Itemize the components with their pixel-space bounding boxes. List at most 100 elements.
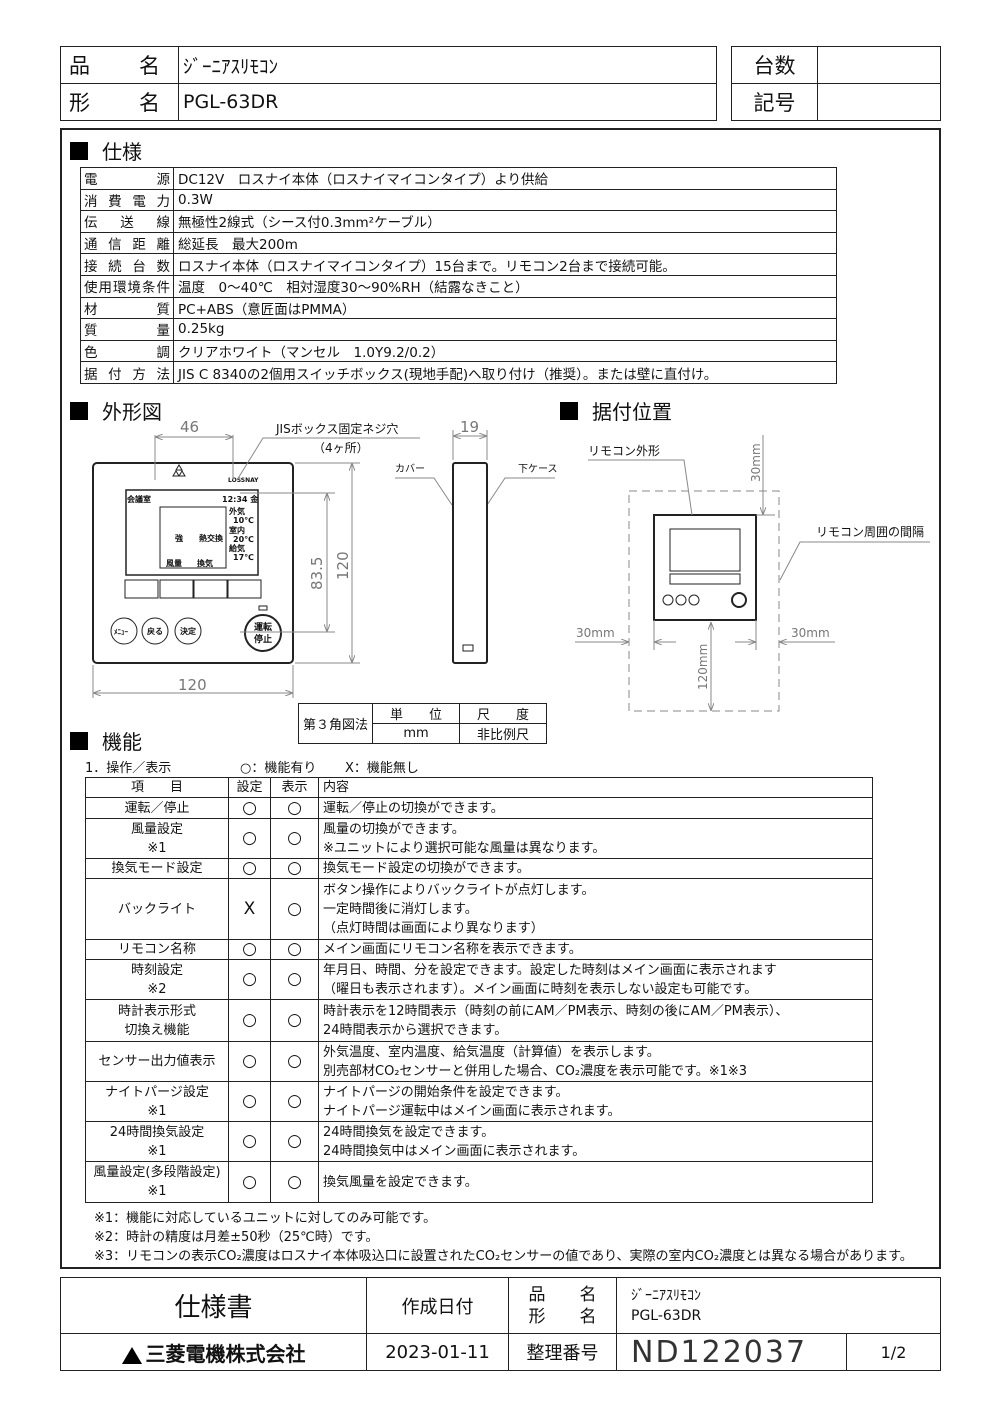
function-desc: 24時間換気を設定できます。24時間換気中はメイン画面に表示されます。 <box>318 1121 873 1162</box>
function-set: ○ <box>228 858 271 879</box>
col-item: 項 目 <box>85 777 229 798</box>
function-item-line: センサー出力値表示 <box>98 1054 216 1069</box>
outline-heading-text: 外形図 <box>102 400 162 424</box>
screen-room: 会議室 <box>127 494 151 504</box>
screen-mode: 熱交換 <box>199 533 224 543</box>
cover-label: カバー <box>395 463 425 475</box>
function-desc-line: メイン画面にリモコン名称を表示できます。 <box>323 942 582 957</box>
side-view <box>452 462 488 664</box>
function-display: ○ <box>270 818 319 859</box>
screw-hole-label: JISボックス固定ネジ穴 <box>275 421 398 436</box>
function-desc-line: ボタン操作によりバックライトが点灯します。 <box>323 882 595 898</box>
spec-heading-text: 仕様 <box>102 140 142 164</box>
main-frame <box>60 128 941 1269</box>
note-2: ※2：時計の精度は月差±50秒（25℃時）です。 <box>94 1230 379 1245</box>
dim-120-height: 120 <box>334 551 352 580</box>
dim-83-5: 83.5 <box>308 557 326 590</box>
screen-time: 12:34 金 <box>222 494 259 504</box>
function-item-line: ※1 <box>147 1143 167 1159</box>
function-set: ○ <box>228 1041 271 1082</box>
run-button-label2: 停止 <box>254 633 272 645</box>
doc-number: ND122037 <box>616 1333 847 1371</box>
install-right-dim: 30mm <box>791 626 830 640</box>
screw-hole-count: （4ヶ所） <box>313 441 369 455</box>
page-number: 1/2 <box>846 1333 941 1371</box>
function-set: ○ <box>228 1121 271 1162</box>
function-row: 24時間換気設定※1○○24時間換気を設定できます。24時間換気中はメイン画面に… <box>85 1121 873 1162</box>
screen-btn2: 換気 <box>197 558 213 568</box>
bullet-square-icon <box>560 401 578 420</box>
functions-subtitle: 1．操作／表示 <box>85 761 172 776</box>
outline-heading: 外形図 <box>70 396 162 425</box>
function-display: ○ <box>270 1161 319 1203</box>
qty-value <box>817 46 941 84</box>
col-set: 設定 <box>228 777 271 798</box>
function-desc-line: 換気風量を設定できます。 <box>323 1174 478 1190</box>
spec-label: 質量 <box>80 318 174 341</box>
back-button-label: 戻る <box>146 626 163 636</box>
function-display: ○ <box>270 999 319 1042</box>
function-desc: ボタン操作によりバックライトが点灯します。一定時間後に消灯します。（点灯時間は画… <box>318 878 873 940</box>
function-desc-line: 一定時間後に消灯します。 <box>323 901 478 917</box>
function-item: 24時間換気設定※1 <box>85 1121 229 1162</box>
scale-label: 尺 度 <box>459 703 547 724</box>
function-item: 運転／停止 <box>85 797 229 819</box>
screen-fan: 強 <box>175 533 183 543</box>
spec-label: 通信距離 <box>80 231 174 255</box>
function-desc-line: 風量の切換ができます。 <box>323 821 465 837</box>
spec-row: 通信距離総延長 最大200m <box>80 231 837 255</box>
function-item-line: バックライト <box>117 901 196 917</box>
function-row: センサー出力値表示○○外気温度、室内温度、給気温度（計算値）を表示します。別売部… <box>85 1041 873 1082</box>
function-desc: 外気温度、室内温度、給気温度（計算値）を表示します。別売部材CO₂センサーと併用… <box>318 1041 873 1082</box>
function-display: ○ <box>270 1121 319 1162</box>
dim-46: 46 <box>180 418 199 436</box>
function-item: センサー出力値表示 <box>85 1041 229 1082</box>
spec-label: 接続台数 <box>80 253 174 276</box>
function-desc: ナイトパージの開始条件を設定できます。ナイトパージ運転中はメイン画面に表示されま… <box>318 1081 873 1122</box>
product-label: 品 名 <box>60 46 179 84</box>
function-item-line: 風量設定(多段階設定) <box>93 1165 221 1180</box>
function-desc: 年月日、時間、分を設定できます。設定した時刻はメイン画面に表示されます（曜日も表… <box>318 959 873 1000</box>
date: 2023-01-11 <box>366 1333 509 1371</box>
spec-heading: 仕様 <box>70 136 142 165</box>
function-set: ○ <box>228 999 271 1042</box>
function-item: リモコン名称 <box>85 939 229 960</box>
function-desc: メイン画面にリモコン名称を表示できます。 <box>318 939 873 960</box>
function-set: ○ <box>228 959 271 1000</box>
function-item: ナイトパージ設定※1 <box>85 1081 229 1122</box>
function-item-line: ※1 <box>147 1103 167 1119</box>
scale-value: 非比例尺 <box>459 723 547 744</box>
spec-row: 伝送線無極性2線式（シース付0.3mm²ケーブル） <box>80 210 837 233</box>
functions-table: 項 目設定表示内容 運転／停止○○運転／停止の切換ができます。風量設定※1○○風… <box>85 777 873 1203</box>
date-label: 作成日付 <box>366 1277 509 1334</box>
functions-heading: 機能 <box>70 726 142 755</box>
function-set: X <box>228 878 271 940</box>
screen-out-label: 外気 <box>229 506 245 516</box>
symbol-value <box>817 83 941 121</box>
function-set: ○ <box>228 1161 271 1203</box>
company-name: 三菱電機株式会社 <box>145 1341 306 1366</box>
mitsubishi-logo-icon <box>121 1346 142 1364</box>
unit-label: 単 位 <box>372 703 460 724</box>
function-item-line: 切換え機能 <box>124 1022 190 1038</box>
function-row: リモコン名称○○メイン画面にリモコン名称を表示できます。 <box>85 939 873 960</box>
function-item: バックライト <box>85 878 229 940</box>
spec-value: クリアホワイト（マンセル 1.0Y9.2/0.2） <box>173 339 837 363</box>
run-button-label1: 運転 <box>254 621 272 633</box>
dim-19: 19 <box>460 418 479 436</box>
screen-sup-val: 17℃ <box>233 553 254 562</box>
function-row: 時計表示形式切換え機能○○時計表示を12時間表示（時刻の前にAM／PM表示、時刻… <box>85 999 873 1042</box>
bullet-square-icon <box>70 401 88 420</box>
function-item: 風量設定(多段階設定)※1 <box>85 1161 229 1203</box>
function-item-line: 換気モード設定 <box>111 861 203 876</box>
spec-label: 消費電力 <box>80 188 174 212</box>
lower-case-label: 下ケース <box>518 463 558 475</box>
function-row: 換気モード設定○○換気モード設定の切換ができます。 <box>85 858 873 879</box>
bullet-square-icon <box>70 141 88 160</box>
install-outline-label: リモコン外形 <box>588 444 660 458</box>
function-display: ○ <box>270 858 319 879</box>
brand-text: LOSSNAY <box>228 477 259 484</box>
spec-label: 伝送線 <box>80 210 174 233</box>
install-left-dim: 30mm <box>576 626 615 640</box>
